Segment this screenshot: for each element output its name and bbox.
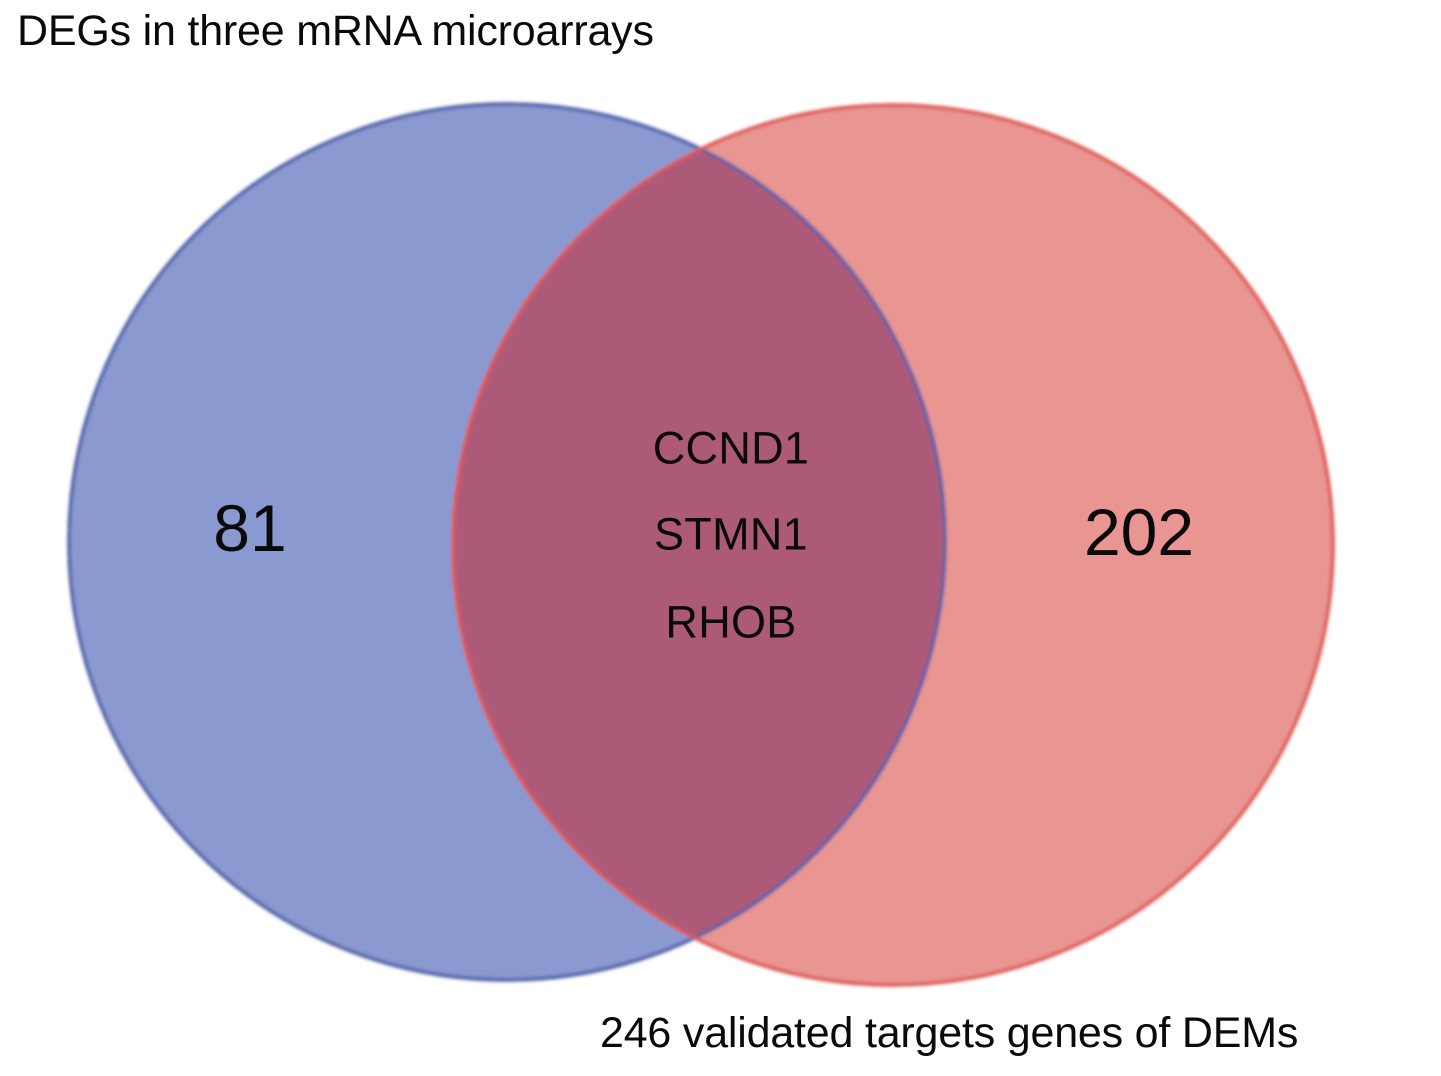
- venn-right-only-count: 202: [1083, 495, 1195, 569]
- venn-left-only-count: 81: [213, 491, 287, 565]
- venn-circle-right-outline: [451, 103, 1335, 987]
- chart-title: DEGs in three mRNA microarrays: [17, 7, 654, 55]
- chart-bottom-caption: 246 validated targets genes of DEMs: [600, 1009, 1299, 1057]
- venn-intersection-gene: RHOB: [665, 596, 797, 648]
- venn-intersection-gene: STMN1: [653, 508, 809, 560]
- venn-circle-left-outline: [67, 102, 947, 982]
- venn-intersection-gene: CCND1: [652, 422, 810, 474]
